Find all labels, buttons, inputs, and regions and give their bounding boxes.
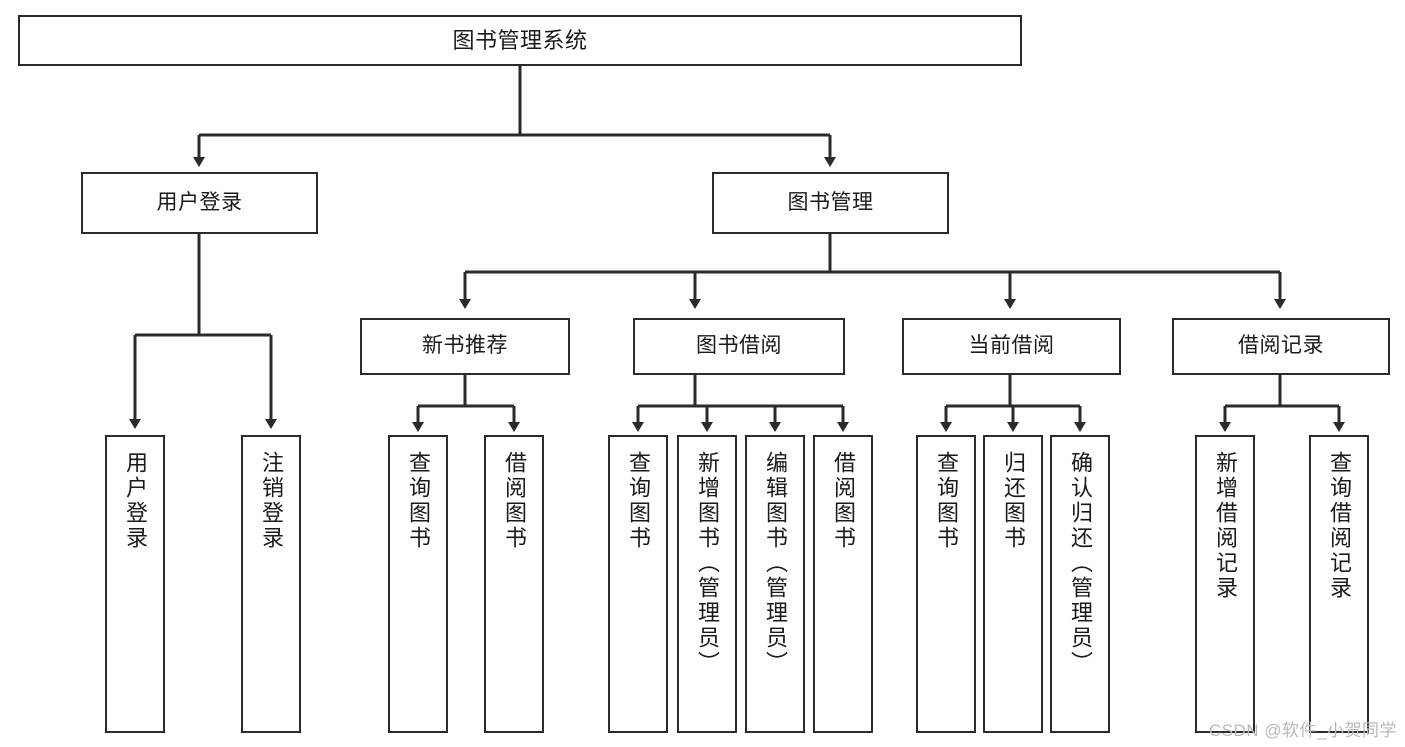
leaf-return-book[interactable]: 归还图书 xyxy=(983,435,1043,733)
node-book-borrow[interactable]: 图书借阅 xyxy=(633,318,845,375)
node-root-label: 图书管理系统 xyxy=(452,27,588,53)
leaf-query-book-2-label: 查询图书 xyxy=(626,451,651,551)
node-book-management[interactable]: 图书管理 xyxy=(712,172,949,234)
leaf-query-book-1-label: 查询图书 xyxy=(406,451,431,551)
leaf-user-login[interactable]: 用户登录 xyxy=(105,435,165,733)
node-new-book-recommend[interactable]: 新书推荐 xyxy=(360,318,570,375)
leaf-borrow-book-2-label: 借阅图书 xyxy=(831,451,856,551)
leaf-query-borrow-record[interactable]: 查询借阅记录 xyxy=(1309,435,1369,733)
node-book-management-label: 图书管理 xyxy=(787,190,874,214)
leaf-add-book-admin-label: 新增图书（管理员） xyxy=(695,451,720,676)
node-book-borrow-label: 图书借阅 xyxy=(696,334,782,358)
node-borrow-record[interactable]: 借阅记录 xyxy=(1172,318,1390,375)
leaf-confirm-return-admin[interactable]: 确认归还（管理员） xyxy=(1050,435,1110,733)
leaf-add-book-admin[interactable]: 新增图书（管理员） xyxy=(677,435,737,733)
node-new-book-recommend-label: 新书推荐 xyxy=(422,334,508,358)
leaf-borrow-book-2[interactable]: 借阅图书 xyxy=(813,435,873,733)
node-root[interactable]: 图书管理系统 xyxy=(18,15,1022,66)
node-current-borrow[interactable]: 当前借阅 xyxy=(902,318,1121,375)
leaf-edit-book-admin[interactable]: 编辑图书（管理员） xyxy=(745,435,805,733)
leaf-edit-book-admin-label: 编辑图书（管理员） xyxy=(763,451,788,676)
node-borrow-record-label: 借阅记录 xyxy=(1238,334,1324,358)
leaf-add-borrow-record[interactable]: 新增借阅记录 xyxy=(1195,435,1255,733)
leaf-logout-login-label: 注销登录 xyxy=(259,451,284,551)
leaf-query-book-3-label: 查询图书 xyxy=(934,451,959,551)
leaf-user-login-label: 用户登录 xyxy=(123,451,148,551)
leaf-return-book-label: 归还图书 xyxy=(1001,451,1026,551)
leaf-borrow-book-1[interactable]: 借阅图书 xyxy=(484,435,544,733)
leaf-confirm-return-admin-label: 确认归还（管理员） xyxy=(1068,451,1093,676)
leaf-borrow-book-1-label: 借阅图书 xyxy=(502,451,527,551)
node-user-login[interactable]: 用户登录 xyxy=(81,172,318,234)
csdn-watermark: CSDN @软件_小贺同学 xyxy=(1208,721,1397,740)
leaf-add-borrow-record-label: 新增借阅记录 xyxy=(1213,451,1238,601)
node-user-login-label: 用户登录 xyxy=(156,190,243,214)
leaf-query-book-3[interactable]: 查询图书 xyxy=(916,435,976,733)
leaf-logout-login[interactable]: 注销登录 xyxy=(241,435,301,733)
leaf-query-borrow-record-label: 查询借阅记录 xyxy=(1327,451,1352,601)
leaf-query-book-1[interactable]: 查询图书 xyxy=(388,435,448,733)
leaf-query-book-2[interactable]: 查询图书 xyxy=(608,435,668,733)
node-current-borrow-label: 当前借阅 xyxy=(968,334,1055,358)
